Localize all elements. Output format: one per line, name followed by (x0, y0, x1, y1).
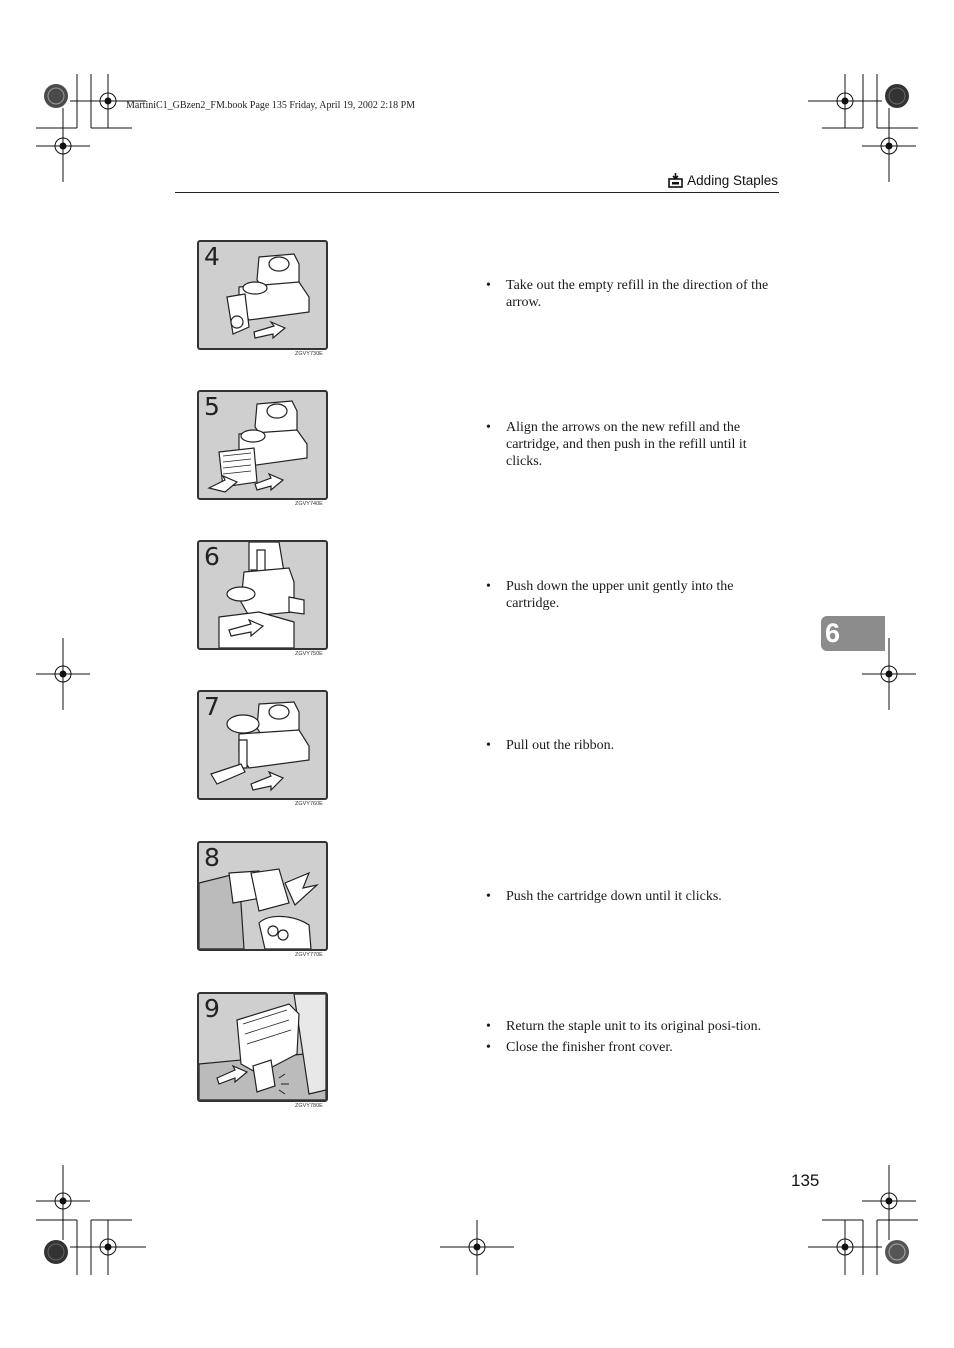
step-5-illustration: 5 (197, 390, 328, 500)
step-number: 7 (204, 692, 220, 721)
step-6-instructions: Push down the upper unit gently into the… (484, 578, 774, 616)
figure-code: ZGVY770E (295, 952, 323, 958)
step-number: 8 (204, 843, 220, 872)
step-8-illustration: 8 (197, 841, 328, 951)
instruction-item: Take out the empty refill in the directi… (484, 277, 774, 311)
page-number: 135 (791, 1171, 820, 1190)
figure-code: ZGVY750E (295, 651, 323, 657)
figure-code: ZGVY740E (295, 501, 323, 507)
step-number: 9 (204, 994, 220, 1023)
step-7-illustration: 7 (197, 690, 328, 800)
figure-code: ZGVY730E (295, 351, 323, 357)
instruction-item: Align the arrows on the new refill and t… (484, 419, 774, 470)
step-5-instructions: Align the arrows on the new refill and t… (484, 419, 774, 474)
instruction-item: Push the cartridge down until it clicks. (484, 888, 774, 905)
instruction-item: Pull out the ribbon. (484, 737, 774, 754)
staple-icon (668, 173, 683, 188)
step-9-instructions: Return the staple unit to its original p… (484, 1018, 774, 1060)
step-6-illustration: 6 (197, 540, 328, 650)
header-title: Adding Staples (687, 173, 778, 188)
step-4-instructions: Take out the empty refill in the directi… (484, 277, 774, 315)
step-9-illustration: 9 (197, 992, 328, 1102)
instruction-item: Return the staple unit to its original p… (484, 1018, 774, 1035)
step-number: 6 (204, 542, 220, 571)
step-7-instructions: Pull out the ribbon. (484, 737, 774, 758)
step-4-illustration: 4 (197, 240, 328, 350)
header-rule (175, 192, 779, 193)
figure-code: ZGVY780E (295, 1103, 323, 1109)
instruction-item: Close the finisher front cover. (484, 1039, 774, 1056)
instruction-item: Push down the upper unit gently into the… (484, 578, 774, 612)
figure-code: ZGVY760E (295, 801, 323, 807)
running-header: Adding Staples (668, 173, 778, 188)
step-8-instructions: Push the cartridge down until it clicks. (484, 888, 774, 909)
book-info: MartiniC1_GBzen2_FM.book Page 135 Friday… (126, 100, 416, 111)
step-number: 4 (204, 242, 220, 271)
step-number: 5 (204, 392, 220, 421)
chapter-tab: 6 (821, 616, 885, 651)
